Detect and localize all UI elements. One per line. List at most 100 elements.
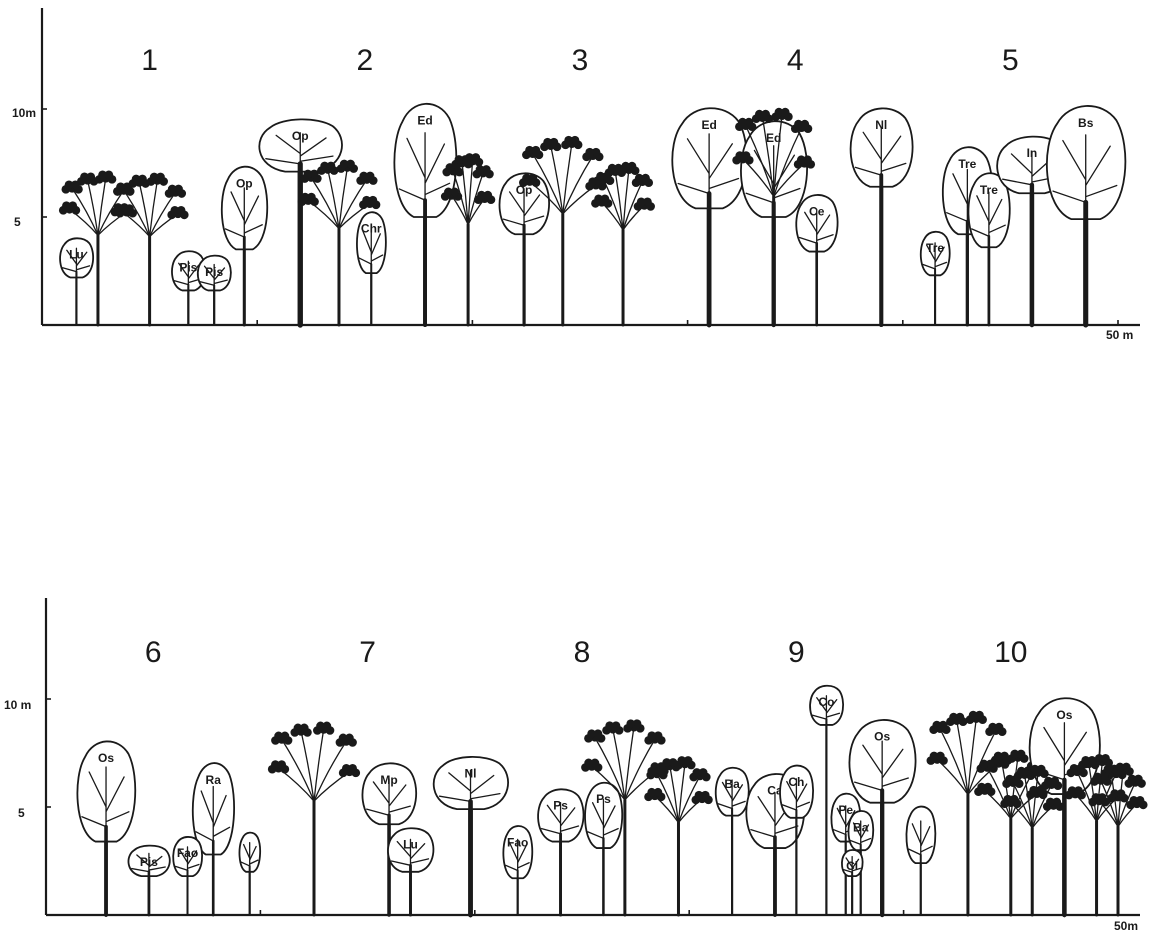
- species-label: Ce: [809, 204, 825, 218]
- leaf-tuft: [634, 198, 655, 211]
- tree-silhouettes: OsPisRaFaoMpLuNlFaoPsPsBaCaChCoPeBaClOsO…: [77, 686, 1147, 915]
- broadleaf-tree: Nl: [851, 108, 913, 325]
- species-label: Tre: [958, 157, 976, 171]
- leaf-tuft: [271, 732, 292, 745]
- y-tick-label-10: 10m: [12, 106, 36, 120]
- broadleaf-tree: Ed: [672, 108, 746, 325]
- species-label: Ba: [724, 777, 740, 791]
- leaf-tuft: [356, 172, 377, 185]
- x-axis-end-label: 50m: [1114, 919, 1138, 933]
- leaf-tuft: [771, 108, 792, 121]
- broadleaf-tree: Op: [222, 167, 267, 325]
- species-label: Ps: [596, 792, 611, 806]
- broadleaf-tree: Ba: [716, 768, 749, 915]
- species-label: Nl: [465, 766, 477, 780]
- section-number: 1: [141, 44, 158, 77]
- leaf-tuft: [1000, 795, 1021, 808]
- branch: [301, 731, 314, 801]
- leaf-tuft: [268, 760, 289, 773]
- leaf-tuft: [339, 764, 360, 777]
- section-number: 8: [574, 636, 591, 669]
- leaf-tuft: [290, 724, 311, 737]
- palm-like-tree: [644, 756, 713, 915]
- species-label: Fao: [507, 835, 528, 849]
- leaf-tuft: [359, 196, 380, 209]
- section-numbers: 6 7 8 9 10: [145, 636, 1028, 669]
- leaf-tuft: [623, 719, 644, 732]
- x-axis-end-label: 50 m: [1106, 328, 1133, 342]
- leaf-tuft: [985, 723, 1006, 736]
- species-label: Ra: [206, 773, 222, 787]
- species-label: Pis: [179, 261, 197, 275]
- palm-like-tree: [268, 722, 360, 915]
- species-label: Op: [236, 176, 253, 190]
- leaf-tuft: [1043, 798, 1064, 811]
- leaf-tuft: [691, 791, 712, 804]
- y-tick-label-5: 5: [18, 806, 25, 820]
- leaf-tuft: [522, 146, 543, 159]
- broadleaf-tree: Ce: [796, 195, 837, 325]
- leaf-tuft: [95, 170, 116, 183]
- species-label: Ps: [553, 799, 568, 813]
- species-label: Chr: [361, 222, 382, 236]
- leaf-tuft: [927, 752, 948, 765]
- species-label: Pe: [838, 803, 853, 817]
- leaf-tuft: [966, 711, 987, 724]
- broadleaf-tree: Chr: [357, 212, 386, 325]
- branch: [551, 146, 563, 214]
- branch: [670, 766, 679, 823]
- leaf-tuft: [591, 194, 612, 207]
- species-label: Os: [874, 730, 890, 744]
- broadleaf-tree: Bs: [1047, 106, 1126, 325]
- leaf-tuft: [1113, 763, 1134, 776]
- broadleaf-tree: Op: [500, 173, 550, 325]
- species-label: Cl: [846, 859, 858, 873]
- leaf-tuft: [644, 788, 665, 801]
- species-label: Fao: [177, 846, 198, 860]
- broadleaf-tree: Lu: [60, 238, 93, 325]
- section-number: 10: [994, 636, 1027, 669]
- species-label: Pis: [205, 265, 223, 279]
- broadleaf-tree: Lu: [388, 828, 433, 915]
- leaf-tuft: [974, 783, 995, 796]
- leaf-tuft: [752, 110, 773, 123]
- y-tick-label-5: 5: [14, 215, 21, 229]
- species-label: Os: [98, 751, 114, 765]
- species-label: Bs: [1078, 116, 1094, 130]
- section-number: 5: [1002, 44, 1019, 77]
- broadleaf-tree: [239, 833, 260, 915]
- leaf-tuft: [473, 165, 494, 178]
- broadleaf-tree: Tre: [968, 173, 1009, 325]
- species-label: Lu: [69, 248, 84, 262]
- leaf-tuft: [337, 160, 358, 173]
- leaf-tuft: [644, 731, 665, 744]
- broadleaf-tree: Os: [77, 741, 135, 915]
- broadleaf-tree: Tre: [921, 232, 950, 325]
- leaf-tuft: [165, 185, 186, 198]
- axes: [45, 598, 1140, 915]
- leaf-tuft: [313, 722, 334, 735]
- palm-like-tree: [111, 173, 189, 325]
- section-number: 7: [359, 636, 376, 669]
- leaf-tuft: [582, 148, 603, 161]
- leaf-tuft: [1126, 796, 1147, 809]
- y-tick-label-10: 10 m: [4, 698, 31, 712]
- branch: [957, 721, 968, 795]
- species-label: Ba: [853, 820, 869, 834]
- leaf-tuft: [167, 206, 188, 219]
- leaf-tuft: [689, 768, 710, 781]
- leaf-tuft: [632, 174, 653, 187]
- panel-top-profile: 5 10m 50 m 1 2 3 4 5 LuPisPisOpOpChrEdOp…: [12, 8, 1140, 342]
- leaf-tuft: [674, 756, 695, 769]
- leaf-tuft: [147, 173, 168, 186]
- section-number: 6: [145, 636, 162, 669]
- leaf-tuft: [618, 162, 639, 175]
- broadleaf-tree: Pis: [128, 846, 169, 915]
- section-number: 2: [356, 44, 373, 77]
- section-number: 9: [788, 636, 805, 669]
- leaf-tuft: [1125, 775, 1146, 788]
- leaf-tuft: [791, 120, 812, 133]
- species-label: Ch: [788, 775, 804, 789]
- species-label: Os: [1056, 708, 1072, 722]
- broadleaf-tree: [906, 807, 935, 915]
